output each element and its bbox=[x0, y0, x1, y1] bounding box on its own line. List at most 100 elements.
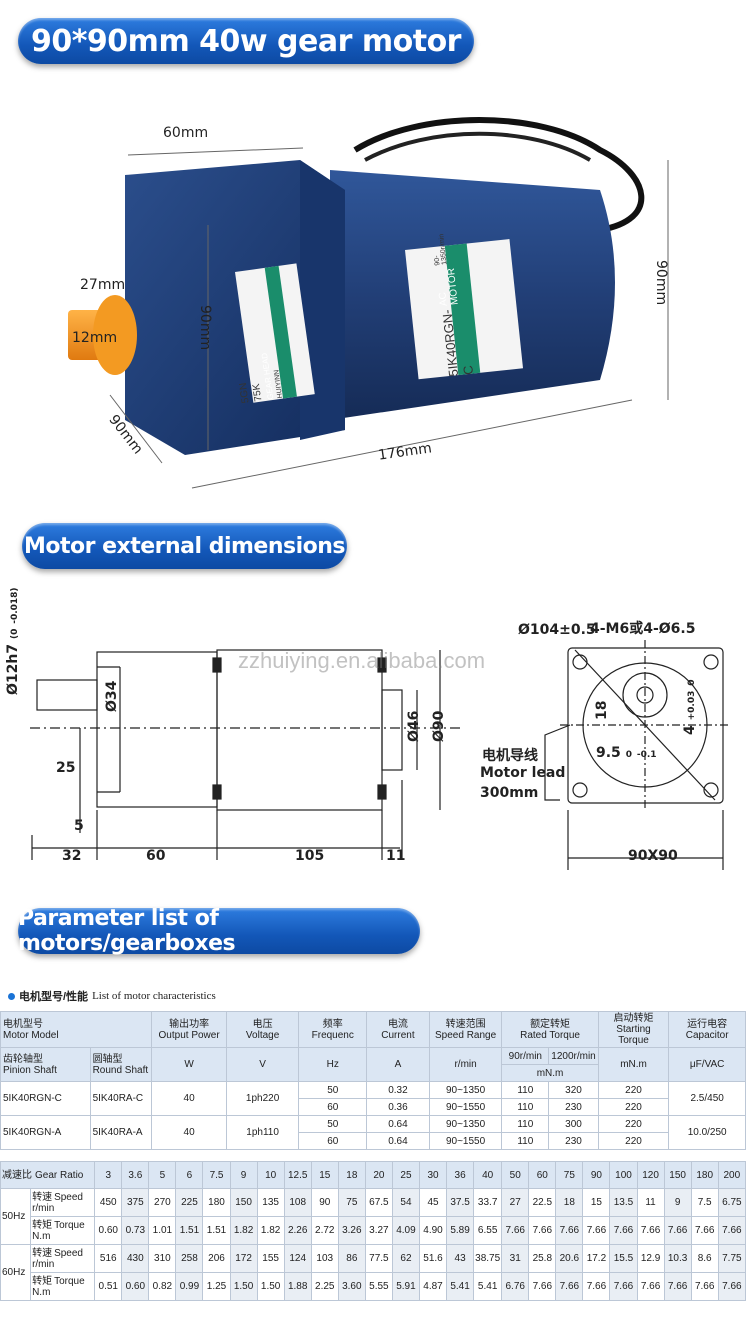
gear-ratio-header-en: Gear Ratio bbox=[35, 1169, 84, 1181]
row-label-unit: r/min bbox=[32, 1258, 55, 1270]
dim-9-5-tol-up: 0 bbox=[625, 750, 632, 760]
table-cell: 1.50 bbox=[256, 1272, 285, 1301]
row-label-unit: N.m bbox=[32, 1286, 51, 1298]
table-cell: 155 bbox=[256, 1244, 285, 1273]
table-cell: 54 bbox=[391, 1188, 420, 1217]
table-cell: 1.01 bbox=[148, 1216, 177, 1245]
table-cell: 38.75 bbox=[473, 1244, 503, 1273]
table-cell: 9 bbox=[663, 1188, 692, 1217]
pinion-model: 5IK40RGN-C bbox=[0, 1081, 91, 1116]
rated-torque-90: 110 bbox=[501, 1115, 550, 1133]
gear-ratio-value: 7.5 bbox=[202, 1161, 231, 1189]
table-cell: 1.51 bbox=[175, 1216, 204, 1245]
starting-torque: 220 bbox=[597, 1098, 670, 1116]
dim-9-5-value: 9.5 bbox=[596, 745, 621, 761]
dim-25: 25 bbox=[56, 760, 76, 776]
gear-ratio-value: 180 bbox=[690, 1161, 719, 1189]
table-cell: 3.27 bbox=[364, 1216, 393, 1245]
table-cell: 7.66 bbox=[609, 1272, 638, 1301]
gear-ratio-header-cn: 减速比 bbox=[2, 1169, 32, 1181]
gear-ratio-value: 200 bbox=[717, 1161, 747, 1189]
table-cell: 1.25 bbox=[202, 1272, 231, 1301]
drawing-shaft bbox=[36, 679, 98, 711]
gear-ratio-value: 3 bbox=[94, 1161, 123, 1189]
speed-value: 90~1350 bbox=[428, 1081, 503, 1099]
gear-ratio-value: 100 bbox=[609, 1161, 638, 1189]
freq-value: 60 bbox=[298, 1132, 368, 1150]
motor-product-illustration bbox=[68, 117, 669, 489]
speed-value: 90~1350 bbox=[428, 1115, 503, 1133]
motor-speed-spec: 90-1350r/min bbox=[433, 233, 449, 266]
current-value: 0.64 bbox=[366, 1132, 430, 1150]
table-cell: 7.66 bbox=[690, 1272, 719, 1301]
table-cell: 7.66 bbox=[555, 1216, 584, 1245]
table-cell: 6.75 bbox=[717, 1188, 747, 1217]
table-cell: 1.82 bbox=[256, 1216, 285, 1245]
dim-4-tol-up: +0.03 bbox=[687, 690, 697, 721]
dim-60mm: 60mm bbox=[163, 125, 209, 141]
table-cell: 7.66 bbox=[717, 1272, 747, 1301]
gear-ratio-value: 6 bbox=[175, 1161, 204, 1189]
starting-torque: 220 bbox=[597, 1132, 670, 1150]
motor-cable bbox=[353, 117, 645, 233]
table-cell: 7.66 bbox=[609, 1216, 638, 1245]
table-cell: 20.6 bbox=[555, 1244, 584, 1273]
table-cell: 2.72 bbox=[310, 1216, 339, 1245]
motor-lead-label-en: Motor lead bbox=[480, 765, 566, 781]
table-cell: 430 bbox=[121, 1244, 150, 1273]
table-cell: 206 bbox=[202, 1244, 231, 1273]
gear-ratio-value: 5 bbox=[148, 1161, 177, 1189]
row-label-en: Torque bbox=[54, 1275, 85, 1287]
table-cell: 0.60 bbox=[94, 1216, 123, 1245]
table-cell: 2.26 bbox=[283, 1216, 312, 1245]
dimensions-banner: Motor external dimensions bbox=[22, 523, 347, 569]
rated-torque-1200: 230 bbox=[548, 1098, 599, 1116]
dim-9-5-tol-low: -0.1 bbox=[636, 750, 657, 760]
dim-shaft-diameter-value: Ø12h7 bbox=[5, 643, 21, 695]
rated-torque-90: 110 bbox=[501, 1081, 550, 1099]
round-model: 5IK40RA-C bbox=[89, 1081, 153, 1116]
motor-nameplate bbox=[405, 239, 524, 380]
row-label-unit: r/min bbox=[32, 1202, 55, 1214]
table-cell: 7.66 bbox=[528, 1272, 557, 1301]
table-cell: 124 bbox=[283, 1244, 312, 1273]
technical-drawing bbox=[30, 640, 730, 870]
speed-value: 90~1550 bbox=[428, 1132, 503, 1150]
dim-d46: Ø46 bbox=[406, 710, 422, 742]
voltage-value: 1ph220 bbox=[225, 1081, 300, 1116]
table-row: 5IK40RGN-A 5IK40RA-A 40 1ph110 50 0.64 9… bbox=[0, 1115, 746, 1150]
dim-9-5: 9.5 0 -0.1 bbox=[596, 745, 657, 761]
table-row: 5IK40RGN-C 5IK40RA-C 40 1ph220 50 0.32 9… bbox=[0, 1081, 746, 1116]
dim-90mm-height: 90mm bbox=[653, 260, 669, 306]
dim-d90: Ø90 bbox=[431, 710, 447, 742]
round-model: 5IK40RA-A bbox=[89, 1115, 153, 1150]
gear-ratio-value: 120 bbox=[636, 1161, 665, 1189]
unit-capacitor: μF/VAC bbox=[668, 1047, 746, 1082]
table-cell: 18 bbox=[555, 1188, 584, 1217]
table-cell: 77.5 bbox=[364, 1244, 393, 1273]
table-cell: 17.2 bbox=[582, 1244, 611, 1273]
table-cell: 0.60 bbox=[121, 1272, 150, 1301]
table-cell: 0.99 bbox=[175, 1272, 204, 1301]
frequency-label: 50Hz bbox=[0, 1188, 32, 1245]
table-cell: 5.91 bbox=[391, 1272, 420, 1301]
table-cell: 1.50 bbox=[229, 1272, 258, 1301]
table-cell: 6.55 bbox=[473, 1216, 503, 1245]
bullet-icon bbox=[8, 992, 15, 1000]
dim-d34: Ø34 bbox=[104, 680, 120, 712]
dim-pcd: Ø104±0.5 bbox=[518, 622, 596, 638]
freq-value: 50 bbox=[298, 1081, 368, 1099]
dim-11: 11 bbox=[386, 848, 406, 864]
table-cell: 5.41 bbox=[446, 1272, 475, 1301]
table-cell: 15.5 bbox=[609, 1244, 638, 1273]
table-cell: 310 bbox=[148, 1244, 177, 1273]
capacitor-value: 2.5/450 bbox=[668, 1081, 746, 1116]
